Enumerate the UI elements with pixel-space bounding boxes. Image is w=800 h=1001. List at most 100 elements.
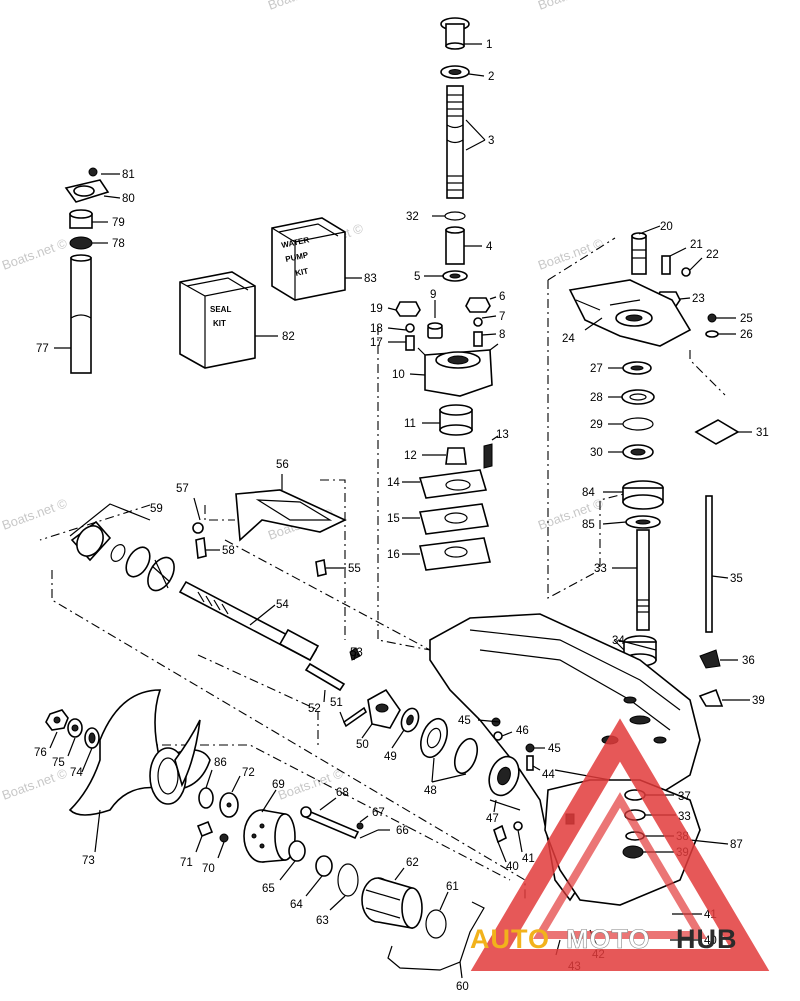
o-ring-61[interactable]	[425, 909, 447, 939]
callout-8: 8	[499, 329, 505, 341]
gasket-lower[interactable]	[419, 537, 491, 571]
washer-72[interactable]	[219, 792, 239, 818]
tab-washer-75[interactable]	[67, 718, 83, 738]
kit-box-text: KIT	[213, 319, 226, 328]
retainer-49[interactable]	[398, 706, 421, 734]
pump-bushing[interactable]	[427, 322, 443, 339]
bearing-62[interactable]	[361, 877, 423, 929]
gasket-upper[interactable]	[418, 503, 490, 535]
pump-screws[interactable]	[395, 297, 491, 351]
tube-grommet[interactable]	[69, 236, 93, 250]
callout-9: 9	[430, 289, 436, 301]
callout-35: 35	[730, 573, 743, 585]
callout-55: 55	[348, 563, 361, 575]
callout-27: 27	[590, 363, 603, 375]
washer-67[interactable]	[356, 822, 364, 830]
callout-52: 52	[308, 703, 321, 715]
seal-65[interactable]	[288, 840, 306, 862]
callout-40b: 40	[704, 935, 717, 947]
water-pump-base[interactable]	[568, 279, 692, 347]
callout-76: 76	[34, 747, 47, 759]
shift-cam-36[interactable]	[699, 649, 721, 669]
callout-17: 17	[370, 337, 383, 349]
water-pump-housing[interactable]	[417, 343, 499, 397]
upper-driveshaft[interactable]	[446, 85, 464, 199]
gear-48[interactable]	[416, 715, 482, 776]
water-tube[interactable]	[70, 254, 92, 374]
shift-rod-35[interactable]	[705, 495, 713, 633]
fasteners-40-41[interactable]	[493, 821, 523, 844]
bearing-cup-84[interactable]	[622, 480, 664, 510]
shift-cam-39[interactable]	[698, 688, 724, 707]
callout-39a: 39	[752, 695, 765, 707]
tube-guide[interactable]	[64, 179, 110, 203]
impeller-drive-key[interactable]	[483, 443, 493, 469]
callout-50: 50	[356, 739, 369, 751]
o-ring-63[interactable]	[337, 863, 359, 897]
callout-41a: 41	[522, 853, 535, 865]
tube-seal[interactable]	[69, 209, 93, 229]
prop-nut-76[interactable]	[45, 709, 69, 731]
shift-shaft-bushing[interactable]	[631, 232, 647, 275]
cross-pin-51[interactable]	[342, 706, 368, 728]
base-screw[interactable]	[707, 313, 717, 323]
callout-30: 30	[590, 447, 603, 459]
bearing-carrier-69[interactable]	[243, 809, 296, 863]
driveshaft-seal[interactable]	[440, 65, 470, 79]
water-pump-kit-box[interactable]: WATER PUMP KIT	[271, 217, 346, 301]
impeller[interactable]	[439, 404, 473, 436]
driveshaft-33[interactable]	[636, 529, 650, 631]
seal-64[interactable]	[315, 855, 333, 877]
shift-pin[interactable]	[661, 255, 671, 275]
callout-34: 34	[612, 635, 625, 647]
callout-32: 32	[406, 211, 419, 223]
base-washer[interactable]	[705, 330, 719, 338]
bearing-carrier-59[interactable]	[70, 520, 180, 595]
driveshaft-sleeve[interactable]	[445, 226, 465, 265]
retaining-ring-60[interactable]	[387, 901, 485, 971]
driveshaft-insert[interactable]	[440, 17, 470, 50]
washer[interactable]	[442, 270, 468, 282]
callout-33a: 33	[594, 563, 607, 575]
callout-86: 86	[214, 757, 227, 769]
clutch-50[interactable]	[367, 688, 401, 729]
retaining-ring[interactable]	[444, 211, 466, 221]
gasket-31[interactable]	[694, 419, 740, 445]
callout-10: 10	[392, 369, 405, 381]
screw-57[interactable]	[192, 522, 204, 534]
cam-follower-52[interactable]	[304, 662, 346, 692]
prop-shaft-54[interactable]	[178, 580, 320, 662]
impeller-key[interactable]	[445, 447, 467, 465]
bearing-47[interactable]	[484, 752, 524, 811]
screw-55[interactable]	[315, 559, 327, 577]
callout-26: 26	[740, 329, 753, 341]
tube-screw[interactable]	[88, 167, 98, 177]
bolt-68[interactable]	[300, 806, 360, 840]
oil-seal-30[interactable]	[622, 444, 654, 460]
callout-71: 71	[180, 857, 193, 869]
washer-86[interactable]	[198, 787, 214, 809]
pump-face-plate[interactable]	[418, 469, 488, 499]
logo-word-moto: MOTO	[566, 924, 651, 954]
thrust-hub-74[interactable]	[84, 727, 100, 749]
callout-46: 46	[516, 725, 529, 737]
trim-tab[interactable]	[235, 489, 347, 542]
bolt-71[interactable]	[196, 820, 214, 838]
oil-seal-27[interactable]	[622, 361, 652, 375]
callout-45b: 45	[548, 743, 561, 755]
shift-pin-small[interactable]	[681, 267, 691, 277]
o-ring-29[interactable]	[622, 417, 654, 431]
callout-24: 24	[562, 333, 575, 345]
callout-28: 28	[590, 392, 603, 404]
screw-58[interactable]	[195, 537, 207, 559]
bearing-85[interactable]	[625, 515, 661, 529]
callout-20: 20	[660, 221, 673, 233]
callout-72: 72	[242, 767, 255, 779]
callout-74: 74	[70, 767, 83, 779]
seal-kit-box[interactable]: SEAL KIT	[179, 271, 256, 369]
bolt-70[interactable]	[219, 833, 229, 843]
bearing-28[interactable]	[621, 389, 655, 405]
propeller[interactable]	[68, 689, 211, 816]
pin-66[interactable]	[359, 829, 379, 839]
